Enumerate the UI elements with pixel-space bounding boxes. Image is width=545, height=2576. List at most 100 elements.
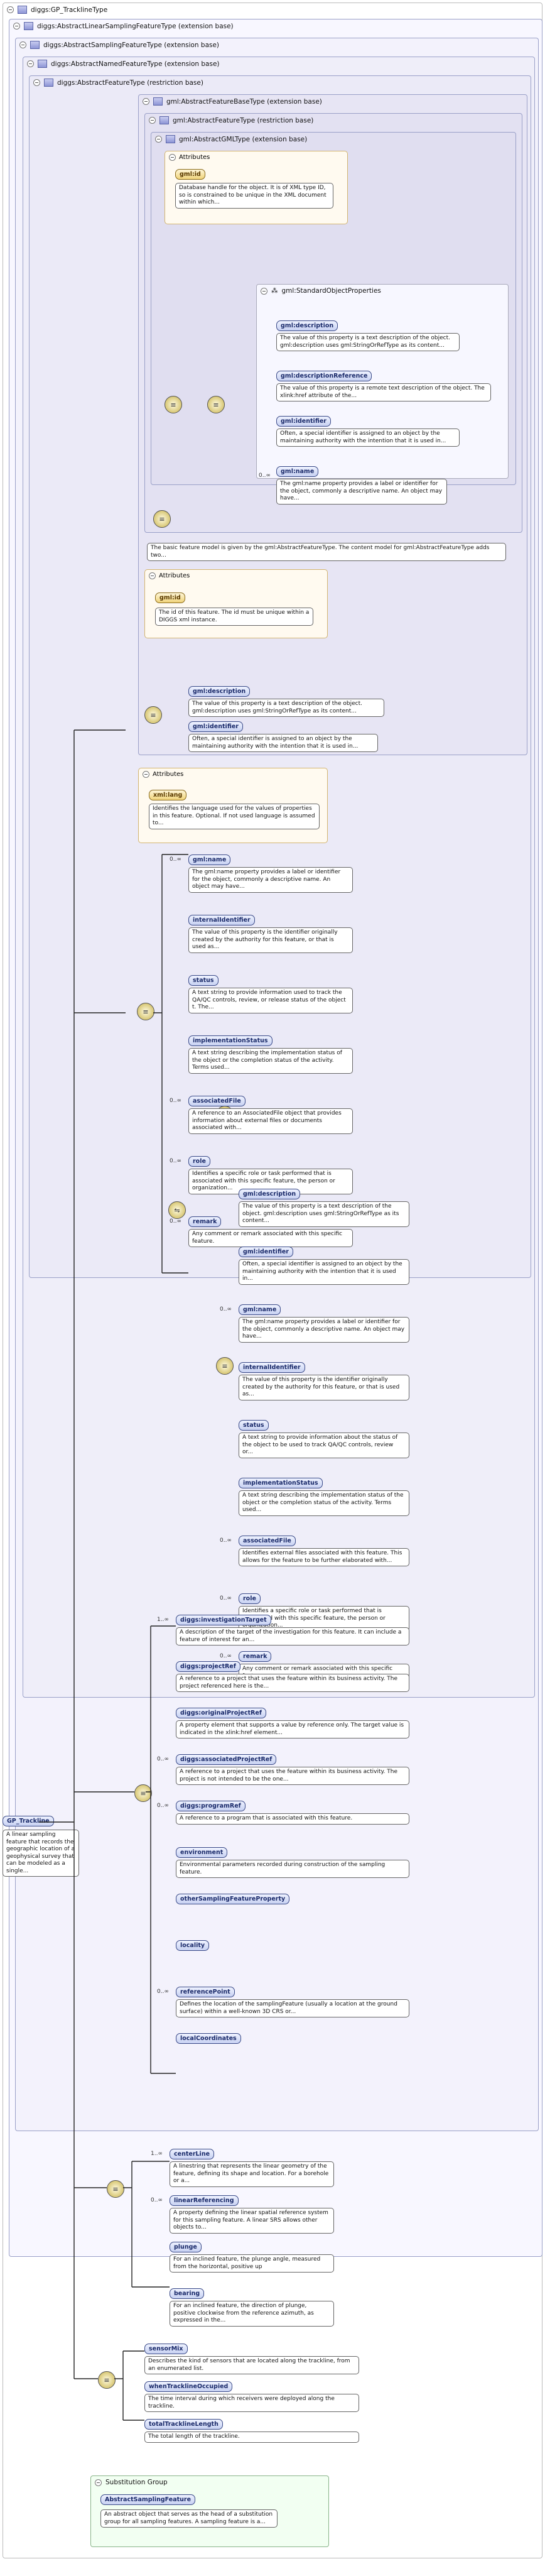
choice-item-2[interactable]: gml:name (239, 1304, 281, 1315)
std-item-identifier[interactable]: gml:identifier (276, 416, 331, 427)
sampling-item-mult-4: 0..∞ (157, 1803, 169, 1809)
sampling-item-1[interactable]: diggs:projectRef (176, 1661, 240, 1672)
choice-item-6[interactable]: associatedFile (239, 1536, 296, 1546)
choice-item-doc-4: A text string to provide information abo… (239, 1433, 409, 1458)
attributes-label: Attributes (159, 572, 190, 579)
ext-title-5: gml:AbstractFeatureBaseType (extension b… (166, 97, 322, 106)
collapse-icon[interactable] (19, 41, 26, 48)
collapse-icon[interactable] (13, 23, 20, 30)
std-item-description[interactable]: gml:description (276, 320, 338, 331)
collapse-icon[interactable] (169, 154, 176, 161)
std-item-descriptionReference[interactable]: gml:descriptionReference (276, 371, 372, 381)
linear-item-3[interactable]: bearing (170, 2288, 205, 2299)
collapse-icon[interactable] (143, 771, 149, 778)
linear-item-doc-0: A linestring that represents the linear … (170, 2161, 334, 2187)
trackline-item-0[interactable]: sensorMix (144, 2344, 188, 2354)
linear-item-2[interactable]: plunge (170, 2242, 202, 2252)
attributes-label: Attributes (153, 771, 184, 778)
named-item-0[interactable]: gml:name (188, 854, 231, 865)
sampling-item-9[interactable]: localCoordinates (176, 2033, 241, 2044)
choice-item-7[interactable]: role (239, 1593, 261, 1604)
named-item-3[interactable]: implementationStatus (188, 1035, 272, 1046)
sampling-item-mult-8: 0..∞ (157, 1989, 169, 1995)
feat-item-identifier[interactable]: gml:identifier (188, 721, 243, 732)
attr-xml-lang[interactable]: xml:lang (149, 790, 187, 800)
collapse-icon[interactable] (149, 572, 156, 579)
sequence-icon: ≡ (144, 706, 162, 724)
std-item-descriptionReference-doc: The value of this property is a remote t… (276, 383, 491, 401)
choice-icon: ≡ (216, 1357, 234, 1375)
collapse-icon[interactable] (33, 79, 40, 86)
sampling-item-8[interactable]: referencePoint (176, 1987, 235, 1997)
named-item-mult-5: 0..∞ (170, 1158, 181, 1164)
ext-title-4: diggs:AbstractFeatureType (restriction b… (57, 79, 203, 87)
choice-item-3[interactable]: internalIdentifier (239, 1362, 305, 1373)
feat-item-description[interactable]: gml:description (188, 686, 251, 697)
ext-title-7: gml:AbstractGMLType (extension base) (179, 135, 308, 143)
named-item-doc-3: A text string describing the implementat… (188, 1048, 353, 1074)
collapse-icon[interactable] (95, 2479, 102, 2486)
linear-item-doc-2: For an inclined feature, the plunge angl… (170, 2254, 334, 2273)
attr-feature-id[interactable]: gml:id (155, 592, 185, 603)
sampling-item-6[interactable]: otherSamplingFeatureProperty (176, 1894, 290, 1904)
complex-type-icon (38, 60, 47, 68)
collapse-icon[interactable] (149, 117, 156, 124)
named-attributes-box: Attributes xml:lang Identifies the langu… (138, 768, 328, 843)
linear-item-0[interactable]: centerLine (170, 2149, 215, 2159)
sampling-item-3[interactable]: diggs:associatedProjectRef (176, 1754, 277, 1765)
root-element[interactable]: GP_Trackline (3, 1816, 54, 1826)
choice-item-0[interactable]: gml:description (239, 1189, 301, 1199)
choice-item-doc-2: The gml:name property provides a label o… (239, 1317, 409, 1343)
root-element-doc: A linear sampling feature that records t… (3, 1830, 79, 1877)
sequence-icon: ≡ (207, 396, 225, 413)
collapse-icon[interactable] (7, 6, 14, 13)
choice-item-1[interactable]: gml:identifier (239, 1247, 293, 1257)
sampling-item-doc-8: Defines the location of the samplingFeat… (176, 1999, 409, 2017)
named-item-2[interactable]: status (188, 975, 219, 986)
named-item-6[interactable]: remark (188, 1216, 222, 1227)
trackline-item-doc-1: The time interval during which receivers… (144, 2394, 359, 2412)
sequence-icon: ≡ (134, 1784, 152, 1802)
ext-title-6: gml:AbstractFeatureType (restriction bas… (173, 116, 314, 124)
choice-icon: ⇋ (168, 1201, 186, 1219)
sampling-item-7[interactable]: locality (176, 1940, 210, 1951)
group-icon: ⁂ (271, 287, 278, 295)
collapse-icon[interactable] (155, 136, 162, 143)
choice-item-5[interactable]: implementationStatus (239, 1478, 323, 1488)
sampling-item-mult-0: 1..∞ (157, 1617, 169, 1623)
choice-item-doc-3: The value of this property is the identi… (239, 1375, 409, 1400)
named-item-doc-0: The gml:name property provides a label o… (188, 867, 353, 893)
subst-element[interactable]: AbstractSamplingFeature (100, 2494, 196, 2505)
sampling-item-doc-1: A reference to a project that uses the f… (176, 1674, 409, 1692)
sampling-item-4[interactable]: diggs:programRef (176, 1801, 246, 1811)
collapse-icon[interactable] (261, 287, 267, 295)
named-item-mult-0: 0..∞ (170, 856, 181, 863)
named-item-5[interactable]: role (188, 1156, 210, 1167)
std-item-name-mult: 0..∞ (259, 472, 271, 479)
sampling-item-0[interactable]: diggs:investigationTarget (176, 1615, 271, 1625)
collapse-icon[interactable] (143, 98, 149, 105)
std-item-name[interactable]: gml:name (276, 466, 319, 477)
linear-item-1[interactable]: linearReferencing (170, 2195, 239, 2206)
sampling-item-2[interactable]: diggs:originalProjectRef (176, 1708, 267, 1718)
trackline-item-2[interactable]: totalTracklineLength (144, 2419, 223, 2430)
trackline-item-1[interactable]: whenTracklineOccupied (144, 2381, 233, 2392)
choice-item-8[interactable]: remark (239, 1651, 272, 1662)
sampling-item-doc-3: A reference to a project that uses the f… (176, 1767, 409, 1785)
choice-item-doc-1: Often, a special identifier is assigned … (239, 1259, 409, 1285)
attr-gml-id[interactable]: gml:id (175, 169, 205, 180)
complex-type-icon (24, 22, 33, 30)
choice-item-4[interactable]: status (239, 1420, 269, 1431)
named-item-4[interactable]: associatedFile (188, 1096, 246, 1106)
named-item-doc-1: The value of this property is the identi… (188, 927, 353, 953)
collapse-icon[interactable] (27, 60, 34, 67)
choice-item-doc-0: The value of this property is a text des… (239, 1201, 409, 1227)
ext-title-3: diggs:AbstractNamedFeatureType (extensio… (51, 60, 220, 68)
choice-item-mult-8: 0..∞ (220, 1653, 232, 1659)
sampling-item-5[interactable]: environment (176, 1847, 228, 1858)
named-item-1[interactable]: internalIdentifier (188, 915, 255, 925)
feature-attributes-box: Attributes gml:id The id of this feature… (144, 569, 328, 638)
subst-element-doc: An abstract object that serves as the he… (100, 2509, 278, 2528)
sequence-icon: ≡ (137, 1003, 154, 1020)
named-item-mult-4: 0..∞ (170, 1098, 181, 1104)
